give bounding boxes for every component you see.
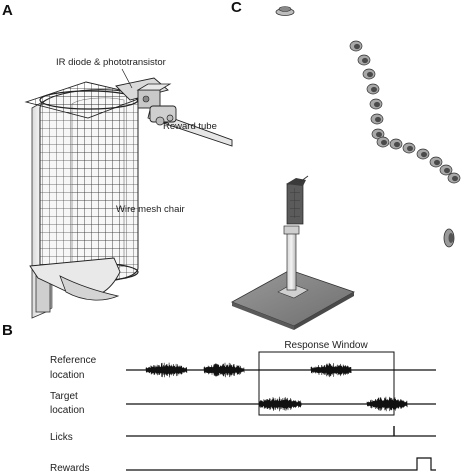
label-target-line2: location — [50, 405, 84, 416]
speaker — [429, 156, 443, 168]
speaker — [447, 172, 461, 184]
speaker — [357, 54, 371, 66]
panel-a: A — [2, 2, 233, 319]
overhead-speaker — [275, 6, 295, 16]
ir-diode-device — [115, 77, 172, 109]
noise-burst — [310, 362, 352, 378]
panel-c-letter: C — [231, 0, 242, 16]
noise-burst — [145, 362, 188, 378]
noise-burst — [366, 396, 408, 412]
noise-burst — [258, 396, 302, 412]
speaker — [371, 128, 385, 140]
speaker-arc — [349, 40, 461, 184]
callout-wire-mesh-chair: Wire mesh chair — [116, 204, 185, 215]
reward-tube — [147, 105, 233, 147]
panel-b-letter: B — [2, 322, 13, 339]
label-rewards: Rewards — [50, 463, 89, 474]
chair-illustration — [24, 77, 233, 319]
speaker — [366, 83, 380, 95]
wire-mesh-chair — [39, 89, 139, 283]
speaker — [416, 148, 430, 160]
speaker — [439, 164, 453, 176]
noise-bursts — [145, 362, 408, 412]
panel-c: C — [231, 0, 461, 330]
speaker — [370, 113, 384, 125]
noise-burst — [203, 362, 245, 378]
label-target-line1: Target — [50, 391, 78, 402]
response-window — [258, 351, 395, 416]
panel-a-letter: A — [2, 2, 13, 19]
speaker — [349, 40, 363, 52]
speaker — [369, 98, 383, 110]
platform-stand — [231, 175, 355, 330]
rewards-trace — [126, 457, 436, 471]
label-licks: Licks — [50, 432, 73, 443]
speaker — [362, 68, 376, 80]
response-window-label: Response Window — [284, 340, 368, 351]
label-reference-line1: Reference — [50, 355, 97, 366]
speaker — [389, 138, 403, 150]
speaker — [402, 142, 416, 154]
side-speaker — [443, 228, 455, 248]
callout-reward-tube: Reward tube — [163, 121, 217, 132]
panel-b: B Reference location Target location Lic… — [2, 322, 436, 474]
label-reference-line2: location — [50, 370, 84, 381]
callout-ir-diode-leader — [121, 68, 133, 89]
callout-ir-diode: IR diode & phototransistor — [56, 57, 166, 68]
speaker — [376, 136, 390, 148]
